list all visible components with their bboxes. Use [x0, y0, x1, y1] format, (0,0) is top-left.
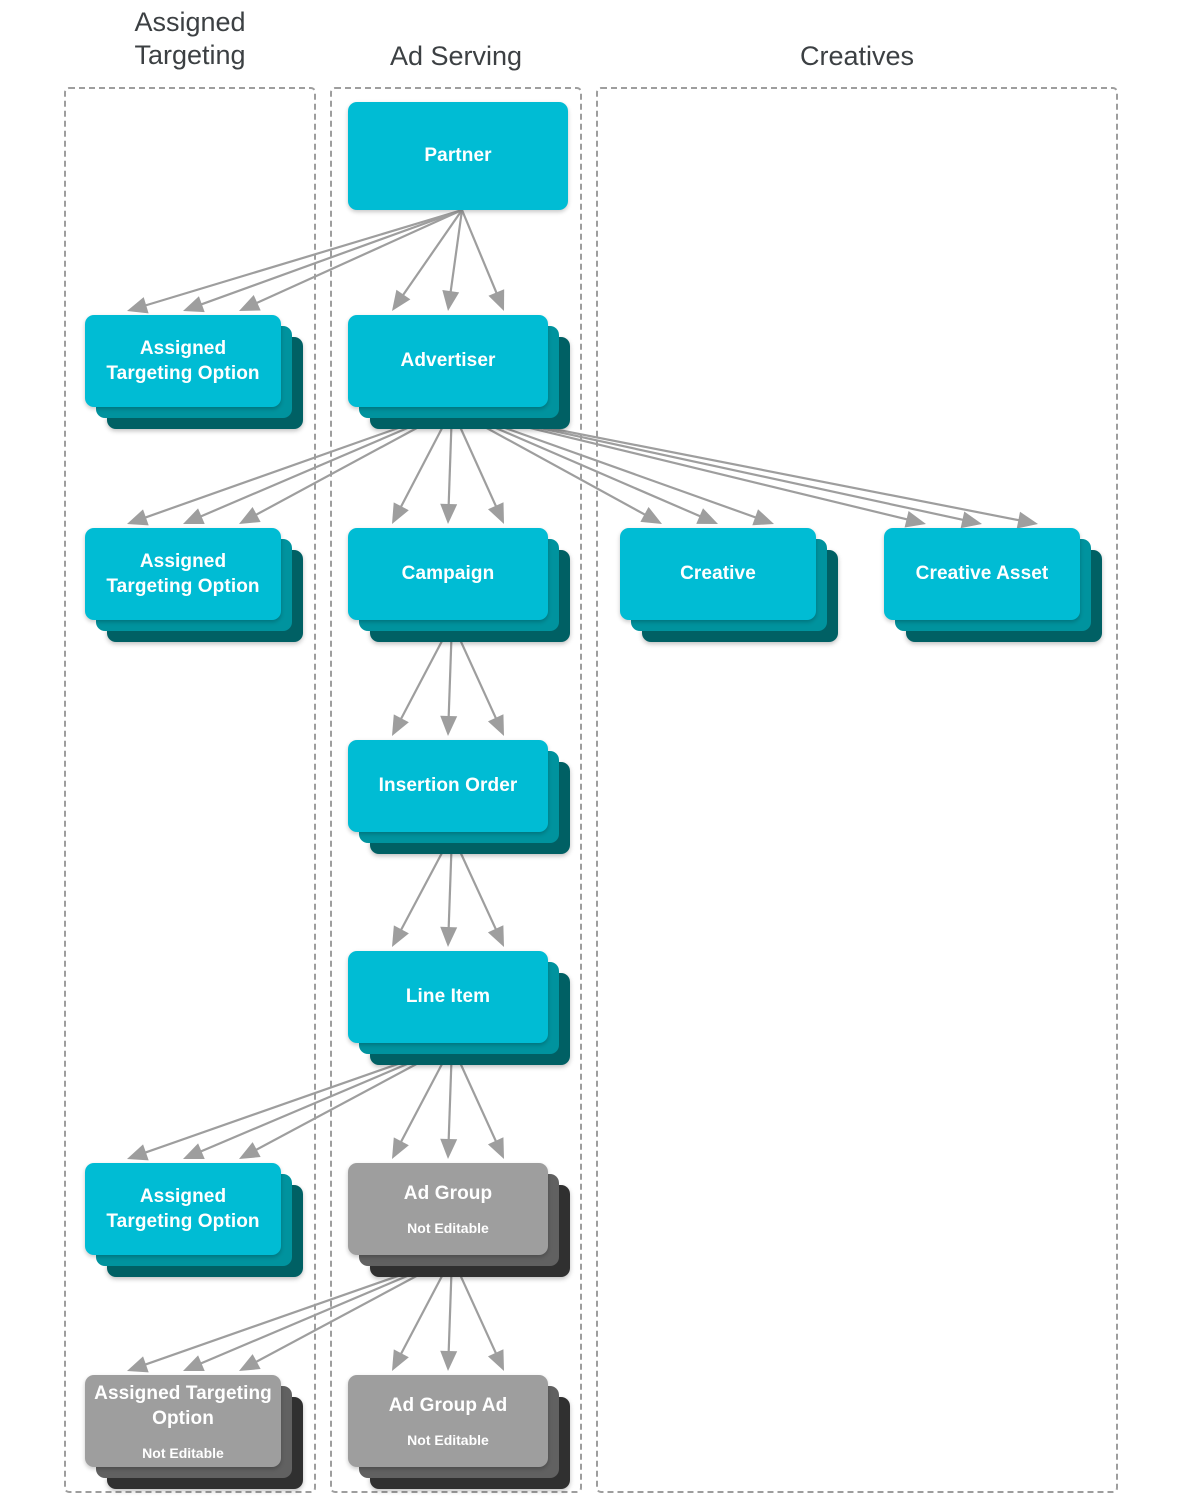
node-card[interactable]: Creative	[620, 528, 816, 620]
node-card[interactable]: Partner	[348, 102, 568, 210]
node-title: Ad Group Ad	[388, 1395, 508, 1417]
node-advertiser[interactable]: Advertiser	[348, 315, 570, 429]
node-line-item[interactable]: Line Item	[348, 951, 570, 1065]
node-card[interactable]: Line Item	[348, 951, 548, 1043]
node-card[interactable]: Advertiser	[348, 315, 548, 407]
node-title: Advertiser	[400, 350, 496, 372]
node-card[interactable]: Assigned Targeting Option	[85, 528, 281, 620]
node-title: Line Item	[405, 986, 491, 1008]
node-creative[interactable]: Creative	[620, 528, 838, 642]
node-ato-2[interactable]: Assigned Targeting Option	[85, 528, 303, 642]
node-partner[interactable]: Partner	[348, 102, 590, 232]
node-card[interactable]: Assigned Targeting Option	[85, 1163, 281, 1255]
node-title: Ad Group	[403, 1183, 493, 1205]
node-card[interactable]: Insertion Order	[348, 740, 548, 832]
node-card[interactable]: Ad Group Ad Not Editable	[348, 1375, 548, 1467]
node-card[interactable]: Creative Asset	[884, 528, 1080, 620]
node-title: Creative Asset	[915, 563, 1049, 585]
node-insertion-order[interactable]: Insertion Order	[348, 740, 570, 854]
node-ato-3[interactable]: Assigned Targeting Option	[85, 1163, 303, 1277]
column-header-assigned-targeting: Assigned Targeting	[134, 7, 246, 70]
node-subtitle: Not Editable	[407, 1432, 489, 1449]
node-title: Assigned Targeting Option	[94, 1382, 272, 1429]
node-ato-1[interactable]: Assigned Targeting Option	[85, 315, 303, 429]
node-subtitle: Not Editable	[142, 1444, 224, 1461]
node-title: Insertion Order	[378, 775, 518, 797]
node-campaign[interactable]: Campaign	[348, 528, 570, 642]
column-header-creatives: Creatives	[799, 41, 915, 71]
node-title: Campaign	[401, 563, 495, 585]
node-title: Partner	[424, 145, 492, 167]
column-header-ad-serving: Ad Serving	[389, 41, 523, 71]
panel-ad-serving	[330, 87, 582, 1493]
node-subtitle: Not Editable	[407, 1220, 489, 1237]
node-card[interactable]: Assigned Targeting Option	[85, 315, 281, 407]
panel-creatives	[596, 87, 1118, 1493]
node-ad-group-ad[interactable]: Ad Group Ad Not Editable	[348, 1375, 570, 1489]
node-title: Assigned Targeting Option	[106, 550, 260, 597]
node-title: Assigned Targeting Option	[106, 1185, 260, 1232]
node-title: Assigned Targeting Option	[106, 337, 260, 384]
node-card[interactable]: Campaign	[348, 528, 548, 620]
node-creative-asset[interactable]: Creative Asset	[884, 528, 1102, 642]
panel-assigned-targeting	[64, 87, 316, 1493]
node-title: Creative	[680, 563, 756, 585]
